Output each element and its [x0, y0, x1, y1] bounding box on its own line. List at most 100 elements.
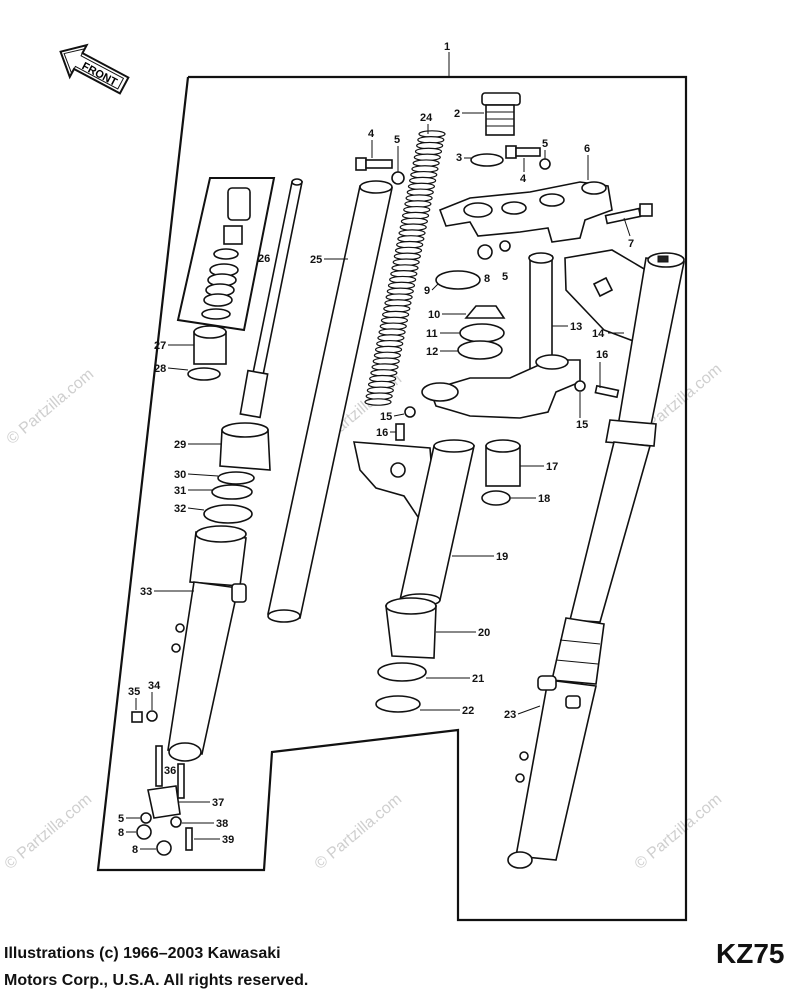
callout-label: 22: [462, 705, 474, 717]
spring-coil: [364, 398, 392, 406]
part-steering-stem: [421, 252, 581, 419]
callout-label: 11: [426, 328, 438, 340]
part-washer: [404, 406, 416, 418]
callout-label: 8: [484, 273, 490, 285]
part-fork-cap-bolt: [481, 92, 521, 136]
callout-label: 34: [148, 680, 161, 692]
callout-label: 7: [628, 238, 634, 250]
part-damper-rod: [239, 178, 303, 419]
part-bolt: [355, 157, 393, 171]
part-nut: [156, 840, 172, 856]
callout-label: 27: [154, 340, 166, 352]
callout-label: 8: [118, 827, 124, 839]
callout-label: 16: [596, 349, 608, 361]
callout-label: 5: [502, 271, 508, 283]
part-bolt: [395, 423, 405, 441]
part-axle-holder: [147, 785, 181, 819]
callout-label: 8: [132, 844, 138, 856]
watermark: © Partzilla.com: [2, 791, 96, 873]
callout-label: 21: [472, 673, 484, 685]
part-nut: [477, 244, 493, 260]
callout-label: 38: [216, 818, 228, 830]
callout-label: 29: [174, 439, 186, 451]
callout-label: 35: [128, 686, 140, 698]
part-drain-bolt: [131, 711, 143, 723]
callout-label: 4: [520, 173, 527, 185]
assembly-border: [96, 75, 688, 922]
callout-label: 25: [310, 254, 322, 266]
part-bolt: [505, 145, 541, 159]
part-upper-bracket: [438, 181, 613, 243]
copyright-line: Motors Corp., U.S.A. All rights reserved…: [4, 972, 309, 989]
copyright-notice: Illustrations (c) 1966–2003 Kawasaki Mot…: [4, 940, 308, 994]
part-seal: [435, 270, 481, 290]
part-bearing: [459, 323, 505, 343]
callout-label: 30: [174, 469, 186, 481]
watermark: © Partzilla.com: [4, 366, 98, 448]
callout-label: 5: [542, 138, 548, 150]
callout-label: 12: [426, 346, 438, 358]
callout-label: 6: [584, 143, 590, 155]
part-washer: [211, 484, 253, 500]
part-nut: [391, 171, 405, 185]
callout-label: 1: [444, 41, 450, 53]
callout-label: 19: [496, 551, 508, 563]
part-oil-seal: [203, 504, 253, 524]
part-bushing: [485, 439, 521, 487]
part-ring: [375, 695, 421, 713]
part-fork-spring: [364, 130, 446, 406]
callout-labels: 1 2 3 4 5 4 5 6 7 8 5 9 10 11 12 13 14 1…: [118, 41, 634, 856]
watermark: © Partzilla.com: [312, 791, 406, 873]
callout-label: 20: [478, 627, 490, 639]
part-left-outer-tube: [167, 525, 247, 762]
callout-label: 4: [368, 128, 375, 140]
callout-label: 9: [424, 285, 430, 297]
part-bolt: [594, 384, 620, 399]
part-damper-kit-inset: [176, 177, 276, 332]
part-bracket: [564, 249, 647, 344]
callout-label: 16: [376, 427, 388, 439]
callout-label: 10: [428, 309, 440, 321]
callout-label: 5: [394, 134, 400, 146]
part-bushing: [193, 325, 227, 365]
watermark: © Partzilla.com: [632, 791, 726, 873]
part-stud: [155, 745, 163, 787]
part-washer: [574, 380, 586, 392]
callout-label: 37: [212, 797, 224, 809]
part-stud: [177, 763, 185, 799]
part-washer: [170, 816, 182, 828]
callout-label: 39: [222, 834, 234, 846]
part-bolt: [604, 203, 653, 225]
part-nut: [140, 812, 152, 824]
part-fork-tube: [267, 180, 393, 623]
model-label: KZ75: [716, 938, 785, 969]
part-dust-seal: [219, 422, 271, 471]
callout-label: 24: [420, 112, 433, 124]
callout-label: 33: [140, 586, 152, 598]
part-right-fork-assembly: [507, 252, 685, 869]
part-washer: [146, 710, 158, 722]
callout-label: 23: [504, 709, 516, 721]
callout-label: 31: [174, 485, 186, 497]
callout-label: 32: [174, 503, 186, 515]
part-nut: [499, 240, 511, 252]
callout-label: 5: [118, 813, 124, 825]
part-nut: [539, 158, 551, 170]
copyright-line: Illustrations (c) 1966–2003 Kawasaki: [4, 945, 281, 962]
part-ring: [377, 662, 427, 682]
front-arrow-icon: FRONT: [59, 43, 130, 95]
part-race: [457, 340, 503, 360]
part-seal: [481, 490, 511, 506]
callout-label: 15: [576, 419, 588, 431]
part-nut: [136, 824, 152, 840]
part-bearing-cone: [464, 305, 506, 319]
callout-label: 2: [454, 108, 460, 120]
callout-label: 3: [456, 152, 462, 164]
callout-label: 13: [570, 321, 582, 333]
callout-label: 17: [546, 461, 558, 473]
callout-label: 18: [538, 493, 550, 505]
part-clip: [217, 471, 255, 485]
callout-label: 15: [380, 411, 392, 423]
callout-label: 36: [164, 765, 176, 777]
